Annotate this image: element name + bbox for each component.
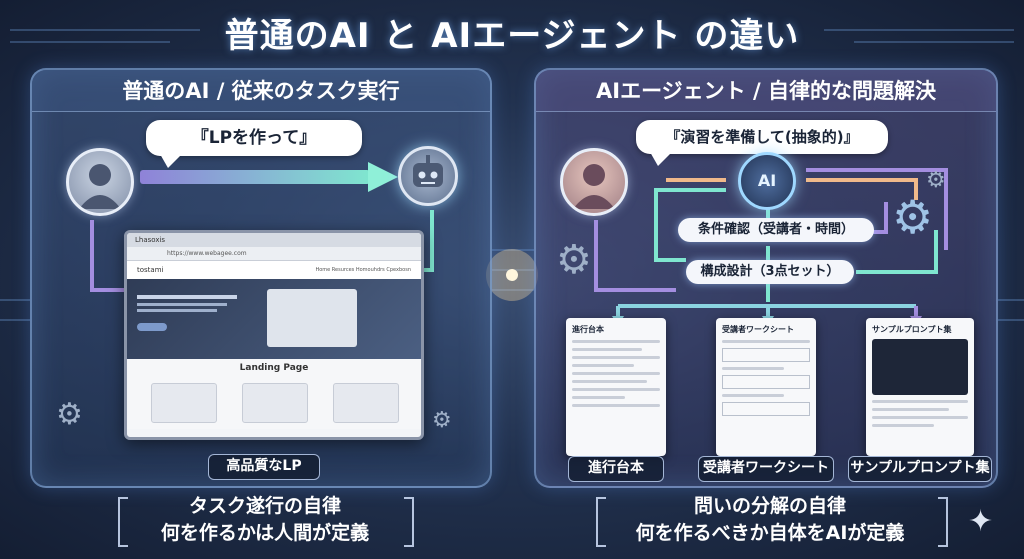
gear-icon: ⚙ <box>926 168 946 193</box>
landing-page-browser-mockup: Lhasoxis https://www.webagee.com tostami… <box>124 230 424 440</box>
browser-tab: Lhasoxis <box>127 233 421 247</box>
ai-chip-label: AI <box>757 171 777 190</box>
right-summary-line2: 何を作るべきか自体をAIが定義 <box>635 522 905 544</box>
left-summary-line2: 何を作るかは人間が定義 <box>160 522 370 544</box>
doc-caption: 進行台本 <box>568 456 664 482</box>
ai-chip-icon: AI <box>738 152 796 210</box>
sparkle-icon: ✦ <box>968 504 994 539</box>
robot-icon <box>398 146 458 206</box>
gear-icon: ⚙ <box>892 190 934 244</box>
left-speech-bubble: 『LPを作って』 <box>146 120 362 168</box>
doc-title: 受講者ワークシート <box>722 325 794 334</box>
right-panel-header: AIエージェント / 自律的な問題解決 <box>536 70 996 112</box>
left-panel-header: 普通のAI / 従来のタスク実行 <box>32 70 490 112</box>
gear-icon: ⚙ <box>556 237 592 283</box>
right-bracket <box>404 497 414 547</box>
site-brand: tostami <box>137 266 164 274</box>
doc-facilitation-script: 進行台本 <box>566 318 666 456</box>
content-section: Landing Page <box>127 359 421 429</box>
feature-card <box>333 383 399 423</box>
right-panel: AIエージェント / 自律的な問題解決 『演習を準備して(抽象的)』 <box>534 68 998 488</box>
left-bracket <box>596 497 606 547</box>
left-bracket <box>118 497 128 547</box>
user-avatar-icon <box>560 148 628 216</box>
browser-url-bar: https://www.webagee.com <box>127 247 421 261</box>
right-summary-line1: 問いの分解の自律 <box>693 495 846 517</box>
doc-caption: 受講者ワークシート <box>698 456 834 482</box>
left-panel: 普通のAI / 従来のタスク実行 『LPを作って』 <box>30 68 492 488</box>
site-nav-links: Home Resurces Homouhdrs Cpexbosn <box>315 267 411 273</box>
structure-design-node: 構成設計（3点セット） <box>686 260 854 284</box>
left-summary-line1: タスク遂行の自律 <box>188 495 341 517</box>
user-avatar-icon <box>66 148 134 216</box>
left-bottom-summary: タスク遂行の自律 何を作るかは人間が定義 <box>130 493 400 547</box>
high-quality-lp-caption: 高品質なLP <box>208 454 320 480</box>
condition-check-node: 条件確認（受講者・時間） <box>678 218 874 242</box>
doc-title: 進行台本 <box>572 325 604 334</box>
request-arrow <box>140 162 398 192</box>
right-bracket <box>938 497 948 547</box>
doc-caption: サンプルプロンプト集 <box>848 456 992 482</box>
section-title: Landing Page <box>239 363 309 373</box>
gear-icon: ⚙ <box>56 397 83 432</box>
doc-participant-worksheet: 受講者ワークシート <box>716 318 816 456</box>
hero-section <box>127 279 421 359</box>
doc-sample-prompts: サンプルプロンプト集 <box>866 318 974 456</box>
doc-title: サンプルプロンプト集 <box>872 325 952 334</box>
feature-card <box>151 383 217 423</box>
gear-icon: ⚙ <box>432 408 452 433</box>
right-bottom-summary: 問いの分解の自律 何を作るべきか自体をAIが定義 <box>606 493 934 547</box>
site-nav: tostami Home Resurces Homouhdrs Cpexbosn <box>127 261 421 279</box>
page-title: 普通のAI と AIエージェント の違い <box>224 16 800 56</box>
right-speech-bubble: 『演習を準備して(抽象的)』 <box>636 120 888 166</box>
feature-card <box>242 383 308 423</box>
